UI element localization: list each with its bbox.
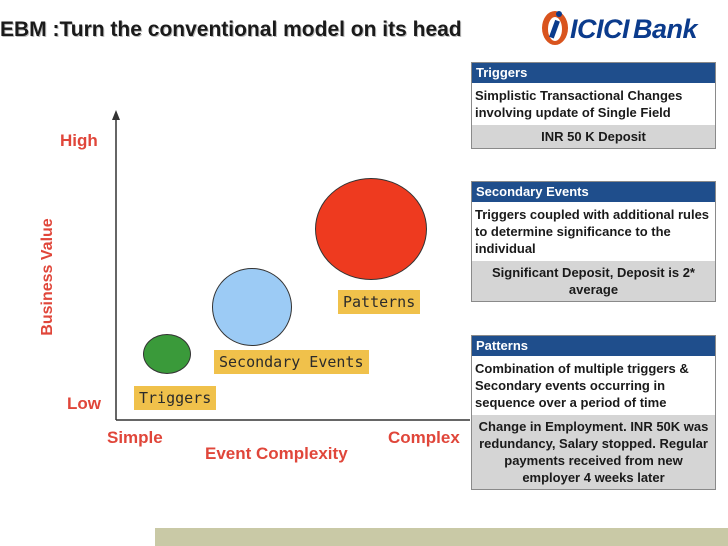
patterns-tag: Patterns: [338, 290, 421, 314]
triggers-bubble: [143, 334, 191, 374]
panel-patterns-header: Patterns: [472, 336, 715, 356]
logo-text-bank: Bank: [633, 14, 698, 44]
y-axis-arrow: [112, 110, 120, 120]
secondary-events-tag: Secondary Events: [214, 350, 369, 374]
panel-patterns: Patterns Combination of multiple trigger…: [471, 335, 716, 490]
panel-triggers: Triggers Simplistic Transactional Change…: [471, 62, 716, 149]
panel-secondary-events: Secondary Events Triggers coupled with a…: [471, 181, 716, 302]
y-low-label: Low: [67, 394, 101, 413]
y-high-label: High: [60, 131, 98, 150]
footer-bar: [155, 528, 728, 546]
secondary-events-bubble: [212, 268, 292, 346]
icici-logo-icon: [542, 11, 568, 45]
panel-secondary-events-example: Significant Deposit, Deposit is 2* avera…: [472, 261, 715, 301]
panel-secondary-events-body: Triggers coupled with additional rules t…: [475, 207, 710, 256]
x-axis-label: Event Complexity: [205, 444, 348, 463]
panel-triggers-body: Simplistic Transactional Changes involvi…: [475, 88, 683, 120]
panel-triggers-header: Triggers: [472, 63, 715, 83]
panel-patterns-body: Combination of multiple triggers & Secon…: [475, 361, 689, 410]
panel-triggers-example: INR 50 K Deposit: [472, 125, 715, 148]
x-complex-label: Complex: [388, 428, 460, 447]
patterns-bubble: [315, 178, 427, 280]
panel-patterns-example: Change in Employment. INR 50K was redund…: [472, 415, 715, 489]
logo-text-icici: ICICI: [570, 14, 630, 44]
triggers-tag: Triggers: [134, 386, 217, 410]
y-axis-label: Business Value: [39, 218, 56, 336]
x-simple-label: Simple: [107, 428, 163, 447]
slide-title: EBM :Turn the conventional model on its …: [0, 18, 462, 41]
panel-secondary-events-header: Secondary Events: [472, 182, 715, 202]
